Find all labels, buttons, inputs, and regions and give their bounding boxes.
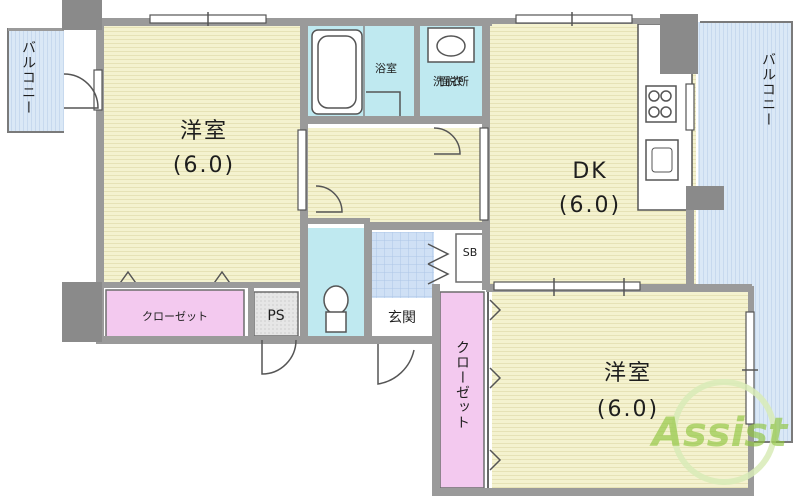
sb-label: SB [463,246,478,259]
western-room-2: 洋室 (6.0) [492,292,750,492]
washroom: 洗面脱衣所 [420,26,482,118]
balcony-left: バルコニー [7,28,64,133]
closet-2: クローゼット [439,291,502,489]
western-room-1-name: 洋室 [180,119,228,144]
bathroom-label: 浴室 [375,61,397,75]
dk-name: DK [572,159,607,184]
balcony-left-label: バルコニー [20,40,36,115]
ps-label: PS [267,308,284,324]
toilet [308,228,364,340]
balcony-door [63,73,99,109]
hallway [306,127,486,222]
closet-1-label: クローゼット [142,310,208,323]
balcony-right-label: バルコニー [760,52,776,127]
shoe-box: SB [427,233,485,285]
western-room-1: 洋室 (6.0) [100,22,302,284]
ps-shaft: PS [253,291,299,337]
western-room-1-size: (6.0) [173,153,235,178]
ps-door [261,339,297,375]
dining-kitchen: DK (6.0) [490,22,696,286]
western-room-2-name: 洋室 [604,361,652,386]
entrance-label: 玄関 [388,309,416,326]
washroom-label: 洗面脱衣所 [433,74,469,88]
watermark-text: Assist [649,410,789,456]
windows [93,12,758,425]
bathroom: 浴室 [308,26,416,118]
western-room-2-size: (6.0) [597,397,659,422]
entrance: 玄関 [372,232,434,385]
closet-2-label: クローゼット [454,340,470,430]
dk-size: (6.0) [559,193,621,218]
watermark-logo: Assist [649,379,789,485]
